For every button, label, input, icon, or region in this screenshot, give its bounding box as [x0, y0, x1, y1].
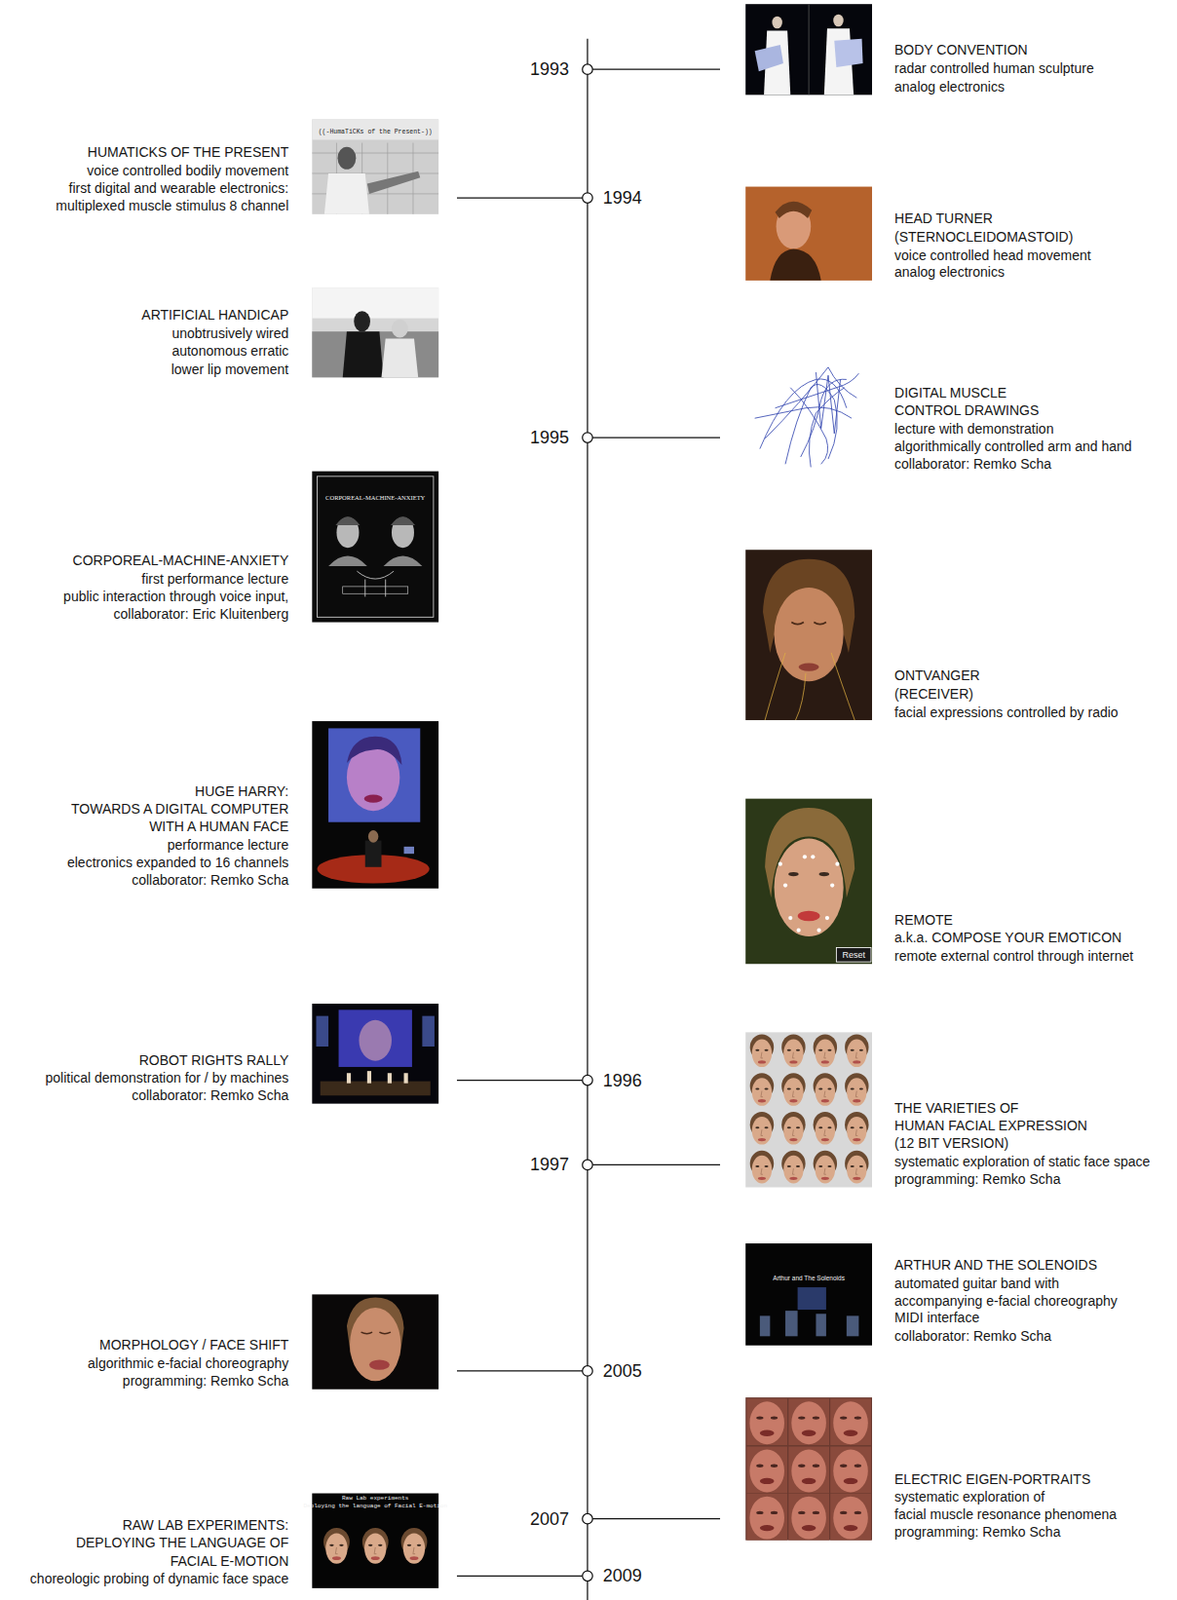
entry-text: ROBOT RIGHTS RALLY [139, 1051, 290, 1069]
entry-text: CONTROL DRAWINGS [894, 401, 1039, 419]
entry-text: analog electronics [894, 77, 1005, 96]
entry-text: performance lecture [167, 835, 290, 854]
image-caption: CORPOREAL-MACHINE-ANXIETY [325, 493, 425, 503]
year-label: 1995 [530, 426, 570, 449]
entry-text: HEAD TURNER [894, 209, 993, 228]
entry-text: choreologic probing of dynamic face spac… [30, 1569, 289, 1588]
image-caption: Raw Lab experiments [341, 1494, 409, 1503]
year-label: 2007 [530, 1508, 570, 1530]
entry-text: FACIAL E-MOTION [170, 1552, 290, 1570]
entry-text: analog electronics [894, 263, 1005, 281]
entry-text: radar controlled human sculpture [894, 59, 1095, 77]
entry-text: TOWARDS A DIGITAL COMPUTER [71, 799, 289, 818]
entry-text: MIDI interface [894, 1308, 980, 1327]
entry-text: voice controlled bodily movement [86, 161, 289, 180]
entry-text: lower lip movement [171, 360, 290, 379]
year-label: 2009 [603, 1564, 643, 1587]
image-caption: ((-HumaTiCKs of the Present-)) [318, 128, 433, 138]
entry-text: facial expressions controlled by radio [894, 703, 1119, 722]
entry-text: facial muscle resonance phenomena [894, 1505, 1117, 1523]
entry-text: a.k.a. COMPOSE YOUR EMOTICON [894, 928, 1122, 947]
entry-text: systematic exploration of [894, 1487, 1045, 1506]
entry-text: autonomous erratic [171, 341, 289, 360]
image-caption: Deploying the language of Facial E-motio… [303, 1502, 448, 1511]
entry-text: programming: Remko Scha [894, 1522, 1061, 1541]
entry-text: remote external control through internet [894, 947, 1134, 965]
entry-text: programming: Remko Scha [122, 1371, 289, 1390]
entry-text: collaborator: Remko Scha [894, 1327, 1052, 1345]
image-caption: Arthur and The Solenoids [772, 1274, 845, 1284]
entry-text: algorithmic e-facial choreography [87, 1354, 289, 1372]
entry-text: collaborator: Remko Scha [131, 871, 289, 889]
entry-text: collaborator: Remko Scha [131, 1086, 289, 1104]
entry-text: accompanying e-facial choreography [894, 1291, 1118, 1310]
entry-text: RAW LAB EXPERIMENTS: [122, 1516, 290, 1534]
entry-text: automated guitar band with [894, 1274, 1060, 1292]
entry-text: THE VARIETIES OF [894, 1099, 1019, 1117]
entry-text: electronics expanded to 16 channels [67, 853, 289, 872]
year-label: 1994 [603, 187, 643, 209]
entry-text: unobtrusively wired [171, 324, 289, 342]
entry-text: multiplexed muscle stimulus 8 channel [55, 196, 289, 215]
entry-text: political demonstration for / by machine… [44, 1068, 289, 1087]
entry-text: MORPHOLOGY / FACE SHIFT [99, 1335, 289, 1354]
entry-text: ONTVANGER [894, 666, 981, 684]
entry-text: HUMATICKS OF THE PRESENT [87, 143, 289, 161]
entry-text: programming: Remko Scha [894, 1170, 1061, 1188]
entry-text: ARTHUR AND THE SOLENOIDS [894, 1255, 1098, 1274]
entry-text: first performance lecture [141, 569, 289, 588]
entry-text: (RECEIVER) [894, 684, 974, 703]
entry-text: WITH A HUMAN FACE [149, 817, 289, 836]
entry-text: HUGE HARRY: [194, 782, 289, 800]
entry-text: public interaction through voice input, [63, 587, 289, 606]
entry-text: voice controlled head movement [894, 246, 1092, 265]
entry-text: (STERNOCLEIDOMASTOID) [894, 227, 1073, 246]
entry-text: REMOTE [894, 911, 953, 929]
entry-text: (12 BIT VERSION) [894, 1134, 1009, 1152]
entry-text: DIGITAL MUSCLE [894, 383, 1007, 402]
entry-text: CORPOREAL-MACHINE-ANXIETY [73, 551, 290, 570]
image-caption: Reset [841, 949, 866, 961]
entry-text: HUMAN FACIAL EXPRESSION [894, 1116, 1088, 1135]
entry-text: lecture with demonstration [894, 419, 1054, 438]
year-label: 1996 [603, 1069, 643, 1092]
entry-text: ELECTRIC EIGEN-PORTRAITS [894, 1470, 1091, 1488]
entry-text: systematic exploration of static face sp… [894, 1152, 1150, 1171]
year-label: 1993 [530, 58, 570, 80]
entry-text: collaborator: Eric Kluitenberg [113, 605, 289, 623]
entry-text: first digital and wearable electronics: [69, 179, 290, 197]
year-label: 2005 [603, 1360, 643, 1382]
entry-text: BODY CONVENTION [894, 40, 1028, 59]
entry-text: DEPLOYING THE LANGUAGE OF [75, 1533, 289, 1552]
entry-text: ARTIFICIAL HANDICAP [141, 305, 289, 324]
year-label: 1997 [530, 1153, 570, 1176]
entry-text: algorithmically controlled arm and hand [894, 437, 1133, 456]
entry-text: collaborator: Remko Scha [894, 455, 1052, 473]
